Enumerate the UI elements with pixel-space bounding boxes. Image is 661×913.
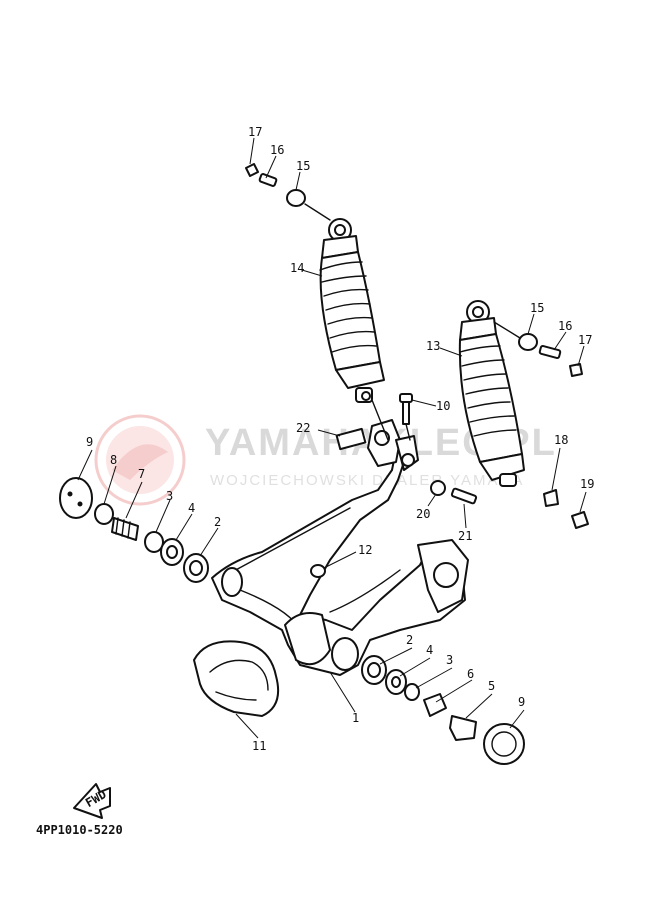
- callout-4-left: 4: [188, 501, 195, 515]
- callout-14: 14: [290, 261, 304, 275]
- callout-17-left: 17: [248, 125, 262, 139]
- callout-21: 21: [458, 529, 472, 543]
- pivot-parts-right: [361, 655, 525, 765]
- callout-19: 19: [580, 477, 594, 491]
- shock-absorber-part-14: [319, 218, 389, 441]
- callout-8: 8: [110, 453, 117, 467]
- swingarm-part-1: [211, 419, 469, 676]
- callout-2-right: 2: [406, 633, 413, 647]
- callout-16-right: 16: [558, 319, 572, 333]
- callout-2-left: 2: [214, 515, 221, 529]
- callout-4-right: 4: [426, 643, 433, 657]
- callout-12: 12: [358, 543, 372, 557]
- label-sticker-part-22: [335, 427, 367, 451]
- callout-10: 10: [436, 399, 450, 413]
- callout-6: 6: [467, 667, 474, 681]
- watermark-subtitle: WOJCIECHOWSKI DEALER YAMAHA: [210, 472, 524, 489]
- callout-3-right: 3: [446, 653, 453, 667]
- callout-1: 1: [352, 711, 359, 725]
- callout-9-left: 9: [86, 435, 93, 449]
- watermark-logo-icon: [94, 414, 186, 506]
- fasteners-lower-right: [430, 480, 589, 529]
- callout-7: 7: [138, 467, 145, 481]
- chain-guard-part-11: [193, 640, 280, 717]
- callout-numbers: 1 2 2 3 3 4 4 5 6 7 8 9 9 10 11 12 13 14…: [86, 125, 594, 753]
- callout-17-right: 17: [578, 333, 592, 347]
- callout-20: 20: [416, 507, 430, 521]
- callout-15-right: 15: [530, 301, 544, 315]
- forward-arrow-icon: FWD: [73, 783, 111, 819]
- callout-18: 18: [554, 433, 568, 447]
- bolt-set-upper-left: [245, 163, 331, 221]
- bolt-part-10: [399, 393, 413, 441]
- callout-11: 11: [252, 739, 266, 753]
- callout-5: 5: [488, 679, 495, 693]
- plug-part-12: [310, 564, 326, 578]
- callout-15-left: 15: [296, 159, 310, 173]
- callout-9-right: 9: [518, 695, 525, 709]
- pivot-parts-left: [59, 477, 209, 583]
- callout-leaders: [77, 137, 587, 739]
- callout-3-left: 3: [166, 489, 173, 503]
- bolt-set-right: [493, 321, 583, 377]
- callout-13: 13: [426, 339, 440, 353]
- shock-absorber-part-13: [458, 300, 525, 487]
- diagram-code: 4PP1010-5220: [36, 823, 123, 837]
- callout-22: 22: [296, 421, 310, 435]
- callout-16-left: 16: [270, 143, 284, 157]
